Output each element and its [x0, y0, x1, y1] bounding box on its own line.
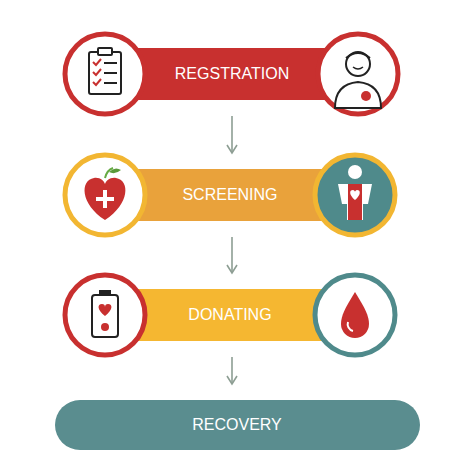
blood-drop-icon	[315, 275, 395, 355]
clipboard-icon	[65, 34, 145, 114]
step-label: DONATING	[188, 306, 271, 324]
result-pill: RECOVERY	[55, 400, 420, 450]
process-bar: DONATING	[155, 289, 305, 341]
process-bar: REGSTRATION	[157, 48, 307, 100]
step-label: SCREENING	[182, 186, 277, 204]
flow-arrow	[231, 116, 233, 153]
staff-icon	[318, 34, 398, 114]
flow-arrow	[231, 357, 233, 384]
blood-bag-icon	[65, 275, 145, 355]
step-label: REGSTRATION	[175, 65, 289, 83]
heart-icon	[65, 155, 145, 235]
flow-arrow	[231, 237, 233, 273]
step-label: RECOVERY	[192, 416, 282, 434]
body-icon	[315, 155, 395, 235]
process-bar: SCREENING	[155, 169, 305, 221]
